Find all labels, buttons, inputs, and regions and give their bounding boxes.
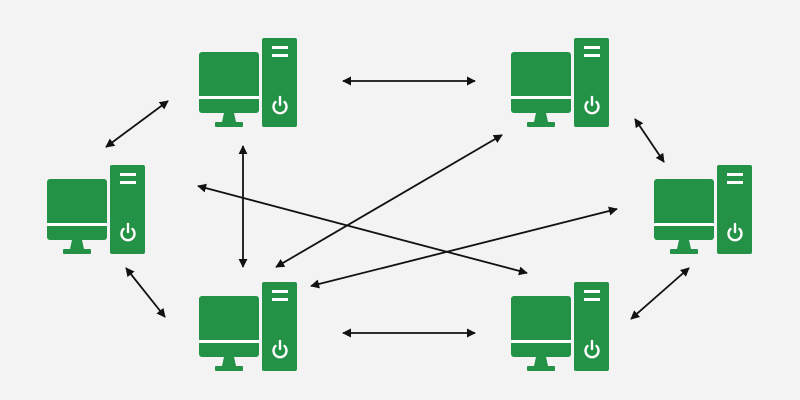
monitor-bezel-line [511, 96, 571, 99]
monitor-stand [222, 113, 236, 122]
monitor-shape [511, 296, 571, 357]
link-pc-top-right-to-pc-mid-right [634, 118, 665, 163]
tower-slot [272, 46, 288, 49]
power-icon [727, 227, 743, 242]
monitor-base [215, 366, 243, 371]
tower-slot [584, 298, 600, 301]
pc-top-left [199, 38, 297, 127]
power-icon [272, 100, 288, 115]
tower-slot [272, 54, 288, 57]
tower-shape [574, 282, 609, 371]
pc-bottom-left [199, 282, 297, 371]
computer-icon [511, 282, 609, 371]
power-icon [120, 227, 136, 242]
computer-icon [47, 165, 145, 254]
tower-shape [262, 282, 297, 371]
power-icon [272, 344, 288, 359]
monitor-bezel-line [511, 340, 571, 343]
link-pc-mid-right-to-pc-bottom-right [630, 267, 690, 320]
monitor-shape [199, 52, 259, 113]
tower-slot [727, 181, 743, 184]
monitor-stand [534, 113, 548, 122]
monitor-shape [654, 179, 714, 240]
computer-icon [199, 282, 297, 371]
computer-icon [511, 38, 609, 127]
computer-icon [199, 38, 297, 127]
monitor-base [215, 122, 243, 127]
monitor-bezel-line [654, 223, 714, 226]
monitor-stand [70, 240, 84, 249]
link-pc-mid-left-to-pc-bottom-left [125, 267, 166, 318]
tower-slot [120, 173, 136, 176]
computer-nodes [47, 38, 752, 371]
pc-bottom-right [511, 282, 609, 371]
monitor-shape [511, 52, 571, 113]
tower-slot [584, 46, 600, 49]
pc-top-right [511, 38, 609, 127]
monitor-base [670, 249, 698, 254]
tower-shape [574, 38, 609, 127]
computer-icon [654, 165, 752, 254]
tower-shape [717, 165, 752, 254]
monitor-stand [534, 357, 548, 366]
tower-shape [110, 165, 145, 254]
monitor-base [527, 122, 555, 127]
monitor-bezel-line [47, 223, 107, 226]
tower-slot [727, 173, 743, 176]
monitor-stand [677, 240, 691, 249]
power-icon [584, 100, 600, 115]
pc-mid-left [47, 165, 145, 254]
link-pc-mid-right-to-pc-bottom-left [310, 206, 618, 289]
tower-slot [272, 298, 288, 301]
monitor-stand [222, 357, 236, 366]
tower-slot [272, 290, 288, 293]
tower-slot [584, 54, 600, 57]
tower-slot [120, 181, 136, 184]
power-icon [584, 344, 600, 359]
monitor-shape [199, 296, 259, 357]
tower-shape [262, 38, 297, 127]
monitor-bezel-line [199, 96, 259, 99]
link-pc-top-left-to-pc-mid-left [105, 100, 169, 148]
pc-mid-right [654, 165, 752, 254]
monitor-base [63, 249, 91, 254]
monitor-bezel-line [199, 340, 259, 343]
connection-links [105, 76, 690, 338]
monitor-shape [47, 179, 107, 240]
monitor-base [527, 366, 555, 371]
tower-slot [584, 290, 600, 293]
